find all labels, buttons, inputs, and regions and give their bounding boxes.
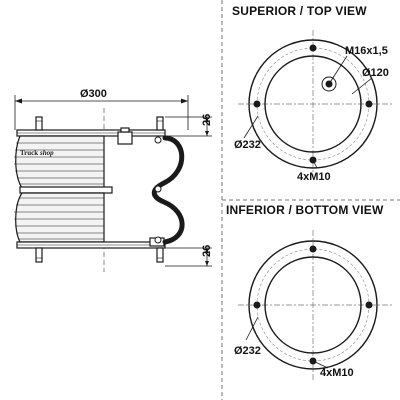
bottom-bolts-label: 4xM10 [320, 367, 354, 379]
top-bolts-label: 4xM10 [297, 171, 331, 183]
brand-name: Truck [20, 149, 38, 157]
top-view-title: SUPERIOR / TOP VIEW [232, 4, 367, 18]
diameter-dimension [14, 95, 189, 130]
bottom-inner-circle [264, 256, 362, 354]
girdle-ring [19, 186, 113, 194]
top-inner-circle [264, 55, 362, 153]
top-outer-circle [248, 39, 378, 169]
bottom-outer-circle [248, 240, 378, 370]
side-view [14, 95, 212, 272]
bottom-view [238, 230, 392, 380]
top-bolt-holes [253, 44, 373, 164]
inner-diameter-leader [351, 77, 373, 95]
top-height-dimension [165, 116, 212, 137]
thread-label: M16x1,5 [345, 45, 388, 57]
bottom-plate [16, 237, 166, 263]
bottom-height-label: 26 [201, 245, 213, 257]
bolt-hole-top [309, 44, 317, 52]
top-view [238, 30, 392, 178]
top-plate [16, 116, 166, 145]
section-profile [151, 135, 185, 245]
bolt-hole-top [309, 245, 317, 253]
top-height-label: 26 [201, 114, 213, 126]
panel-separators [221, 0, 400, 400]
bolt-hole-right [365, 100, 373, 108]
bolt-hole-right [365, 301, 373, 309]
bottom-bolt-holes [253, 245, 373, 365]
top-bolt-circle-leader [243, 115, 259, 139]
thread-leader [328, 55, 348, 85]
inner-diameter-label: Ø120 [362, 67, 389, 79]
bottom-bolt-circle-label: Ø232 [234, 345, 261, 357]
upper-bellow [14, 135, 105, 189]
bolt-hole-left [253, 100, 261, 108]
bolt-hole-left [253, 301, 261, 309]
bottom-bolts-leader [312, 360, 329, 369]
brand-suffix: shop [39, 149, 54, 157]
brand-logo: Truck shop [20, 149, 54, 157]
top-bolts-leader [312, 159, 318, 169]
diameter-label: Ø300 [80, 88, 107, 100]
bottom-view-title: INFERIOR / BOTTOM VIEW [226, 203, 384, 217]
lower-bellow [14, 192, 105, 243]
bottom-bolt-circle-leader [245, 316, 259, 341]
air-inlet-hole [321, 76, 337, 92]
bottom-height-dimension [165, 247, 212, 267]
top-bolt-circle-label: Ø232 [234, 139, 261, 151]
